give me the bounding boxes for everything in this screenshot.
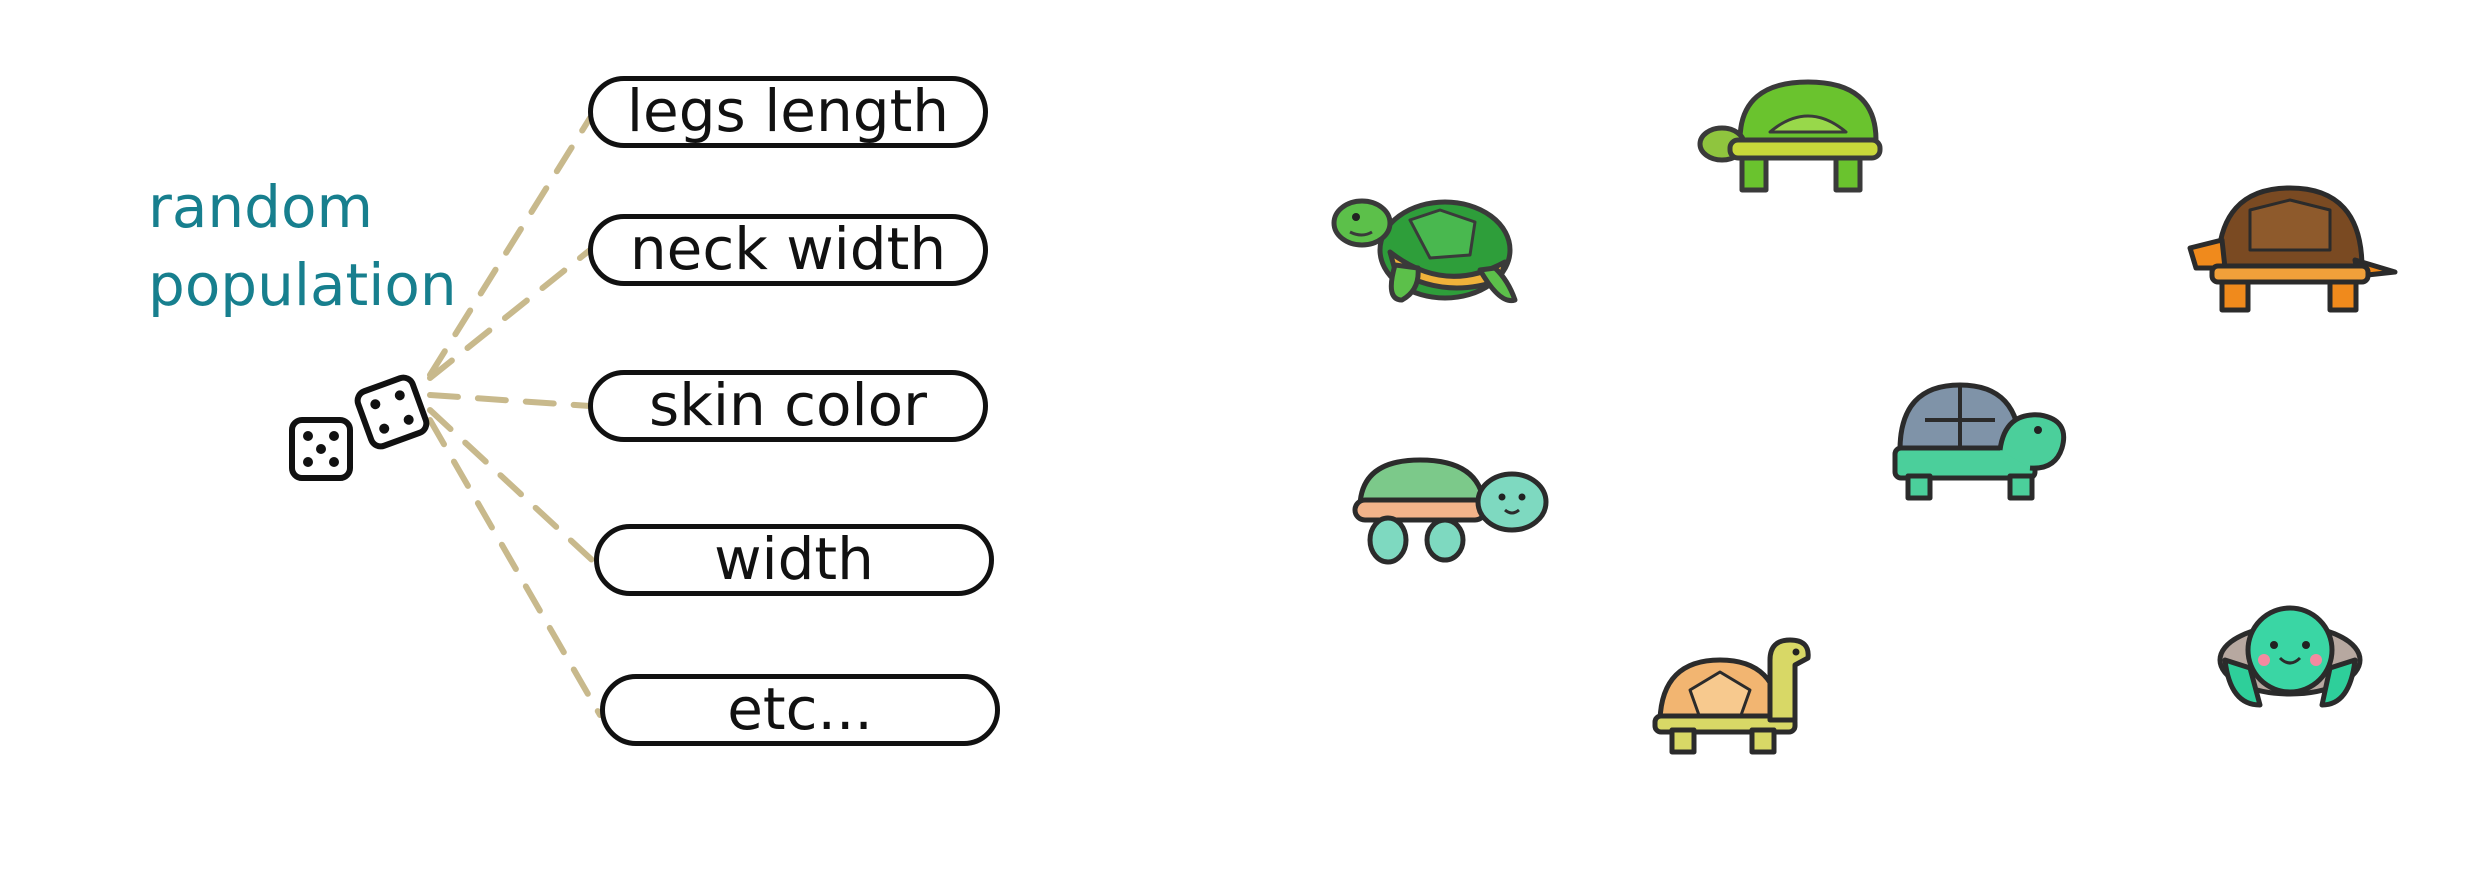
connector-neck-width: [427, 247, 593, 381]
attribute-neck-width: neck width: [588, 214, 988, 286]
connectors: [427, 115, 603, 718]
green-turtle-icon: [1697, 79, 1883, 193]
attribute-etc: etc...: [600, 674, 1000, 746]
attribute-skin-color: skin color: [588, 370, 988, 442]
connector-skin-color: [427, 392, 593, 409]
connector-width: [427, 407, 595, 563]
connector-etc: [427, 417, 603, 718]
sea-turtle-icon: [1331, 198, 1518, 304]
smiling-turtle-icon: [2217, 605, 2363, 708]
connector-legs-length: [427, 115, 593, 378]
dice-icon: [289, 374, 430, 481]
label-line-2: population: [148, 251, 457, 319]
attribute-legs-length: legs length: [588, 76, 988, 148]
random-population-label: random population: [148, 168, 457, 324]
long-neck-tortoise-icon: [1652, 637, 1811, 755]
cute-swimming-turtle-icon: [1352, 457, 1549, 565]
label-line-1: random: [148, 173, 373, 241]
brown-tortoise-icon: [2187, 185, 2398, 313]
attribute-width: width: [594, 524, 994, 596]
blue-shell-turtle-icon: [1892, 382, 2067, 501]
